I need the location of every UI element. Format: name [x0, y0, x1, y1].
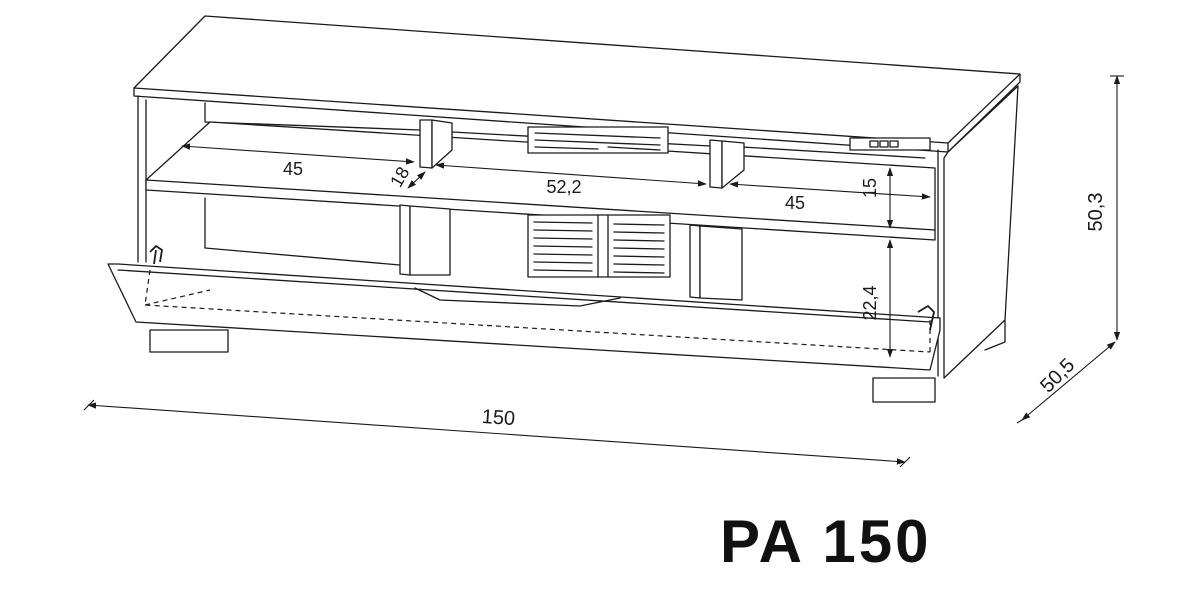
- upper-divider-right-side: [721, 140, 745, 189]
- right-foot: [872, 377, 936, 403]
- top-front-edge: [133, 87, 949, 153]
- lower-divider-left-side: [409, 205, 451, 276]
- width-label: 150: [481, 406, 516, 430]
- right-compartment-label: 45: [785, 193, 805, 213]
- lower-divider-left: [399, 204, 411, 276]
- center-compartment-label: 52,2: [546, 177, 581, 197]
- right-compartment-dimension-line: [729, 181, 931, 200]
- shelf-gap-dimension-line: [407, 171, 426, 189]
- upper-divider-left: [419, 119, 433, 169]
- flap-panel: [107, 263, 941, 371]
- lower-back-left: [204, 197, 401, 266]
- depth-dimension-line: [1021, 341, 1116, 421]
- model-title: PA 150: [720, 508, 932, 575]
- width-dimension-line: [87, 402, 906, 465]
- height-label: 50,3: [1085, 193, 1107, 232]
- left-compartment-label: 45: [283, 159, 303, 179]
- left-foot: [149, 329, 229, 353]
- flap-inner-edge: [117, 269, 931, 323]
- rear-foot: [984, 319, 1006, 351]
- center-compartment-dimension-line: [435, 162, 707, 187]
- depth-label: 50,5: [1036, 354, 1079, 397]
- left-compartment-dimension-line: [181, 143, 415, 165]
- flap-hinge-right: [917, 305, 935, 331]
- shelf-front-edge: [145, 179, 936, 231]
- hidden-lines: [144, 269, 931, 353]
- dimensions: 150 50,3 50,5 45 18 52,2 45 15 22,4: [83, 75, 1124, 468]
- upper-opening-label: 15: [860, 178, 880, 198]
- right-side-panel: [943, 85, 1019, 379]
- lower-divider-right-side: [699, 225, 743, 301]
- upper-divider-right: [709, 139, 723, 189]
- lower-vent-grid: [527, 214, 671, 278]
- tv-cabinet: [107, 15, 1021, 403]
- lower-opening-label: 22,4: [860, 285, 880, 320]
- flap-handle: [414, 287, 621, 307]
- lower-divider-right: [689, 224, 701, 299]
- upper-divider-left-side: [431, 119, 453, 169]
- flap-hinge-left: [149, 245, 163, 265]
